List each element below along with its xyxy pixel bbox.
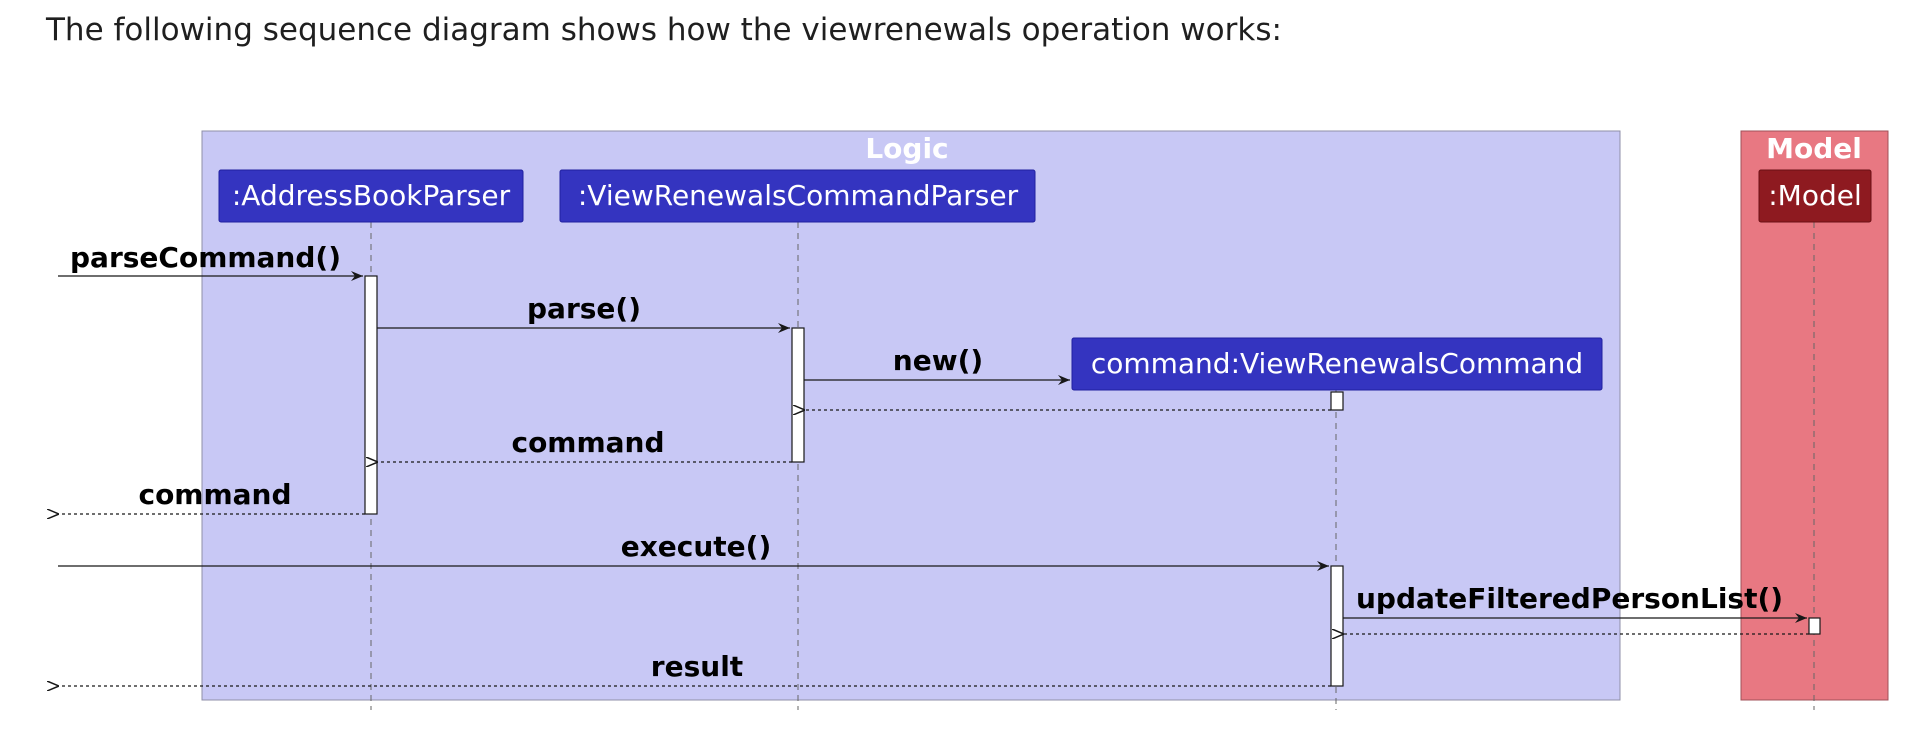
message-parse-command: parseCommand() (58, 241, 363, 281)
activation-view-renewals-command-constructor (1330, 391, 1344, 411)
svg-text::ViewRenewalsCommandParser: :ViewRenewalsCommandParser (578, 179, 1019, 212)
svg-text:new(): new() (893, 344, 983, 377)
svg-text:result: result (651, 650, 743, 683)
message-parse: parse() (377, 292, 790, 333)
svg-text:command: command (138, 478, 291, 511)
model-box-title: Model (1766, 132, 1862, 165)
participant-view-renewals-command: command:ViewRenewalsCommand (1071, 337, 1603, 391)
participant-address-book-parser: :AddressBookParser (218, 169, 524, 223)
svg-text::AddressBookParser: :AddressBookParser (232, 179, 511, 212)
message-result: result (59, 650, 1331, 686)
svg-text:execute(): execute() (621, 530, 772, 563)
svg-text:parseCommand(): parseCommand() (70, 241, 341, 274)
svg-text:command:ViewRenewalsCommand: command:ViewRenewalsCommand (1091, 347, 1583, 380)
intro-text: The following sequence diagram shows how… (46, 12, 1282, 48)
message-command-return-to-address-book-parser: command (378, 426, 792, 462)
message-execute: execute() (58, 530, 1329, 571)
activation-model (1808, 617, 1821, 635)
activation-view-renewals-command-parser (791, 327, 805, 463)
logic-box (201, 130, 1621, 701)
svg-text::Model: :Model (1768, 179, 1862, 212)
message-command-return-to-caller: command (59, 478, 365, 514)
svg-text:parse(): parse() (527, 292, 641, 325)
activation-address-book-parser (364, 275, 378, 515)
svg-text:command: command (511, 426, 664, 459)
message-update-filtered-person-list: updateFilteredPersonList() (1343, 582, 1807, 623)
participant-view-renewals-command-parser: :ViewRenewalsCommandParser (559, 169, 1036, 223)
logic-box-title: Logic (865, 132, 948, 165)
message-new: new() (804, 344, 1070, 385)
activation-view-renewals-command-execute (1330, 565, 1344, 687)
svg-text:updateFilteredPersonList(): updateFilteredPersonList() (1356, 582, 1783, 615)
participant-model: :Model (1758, 169, 1872, 223)
